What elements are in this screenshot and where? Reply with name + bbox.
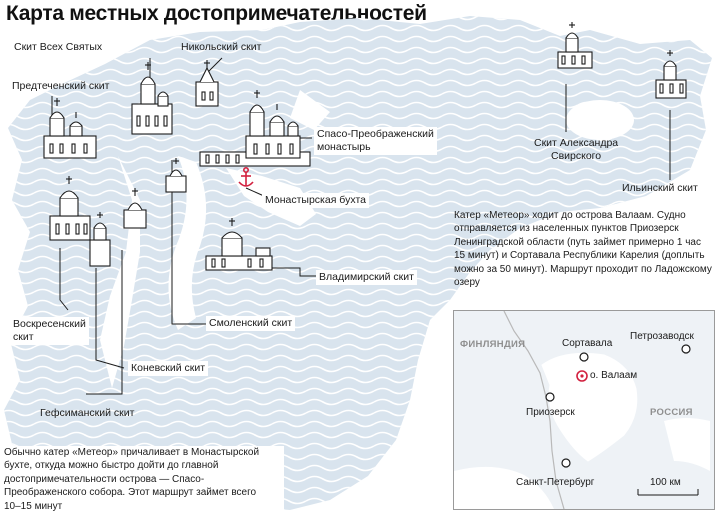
church-icon-bay-chapel: [165, 158, 187, 193]
city-marker-icon: [681, 344, 691, 354]
label-nikolsky: Никольский скит: [181, 41, 262, 53]
label-alexander-line1: Скит Александра: [534, 137, 619, 149]
label-ilyinsky: Ильинский скит: [622, 182, 698, 194]
church-icon-ilyinsky: [655, 50, 687, 99]
leader-nikolsky: [207, 57, 223, 73]
label-smolensky: Смоленский скит: [206, 316, 296, 331]
church-icon-vse-svyatykh: [131, 62, 173, 135]
label-vladimirsky: Владимирский скит: [316, 270, 417, 285]
label-alexander-line2: Свирского: [551, 150, 602, 162]
label-voskresensky: Воскресенский скит: [10, 317, 89, 345]
church-icon-nikolsky: [195, 60, 219, 107]
city-priozersk: Приозерск: [526, 407, 575, 418]
country-label-russia: РОССИЯ: [650, 407, 693, 418]
church-icon-vladimirsky: [205, 218, 273, 271]
anchor-icon: [238, 167, 254, 187]
scale-label: 100 км: [650, 477, 681, 488]
church-icon-spaso: [199, 90, 311, 167]
leader-smolensky: [171, 160, 206, 325]
city-marker-icon: [579, 352, 589, 362]
gulf-of-finland: [454, 466, 554, 509]
inset-map-graphic: [454, 311, 714, 509]
note-meteor-line: озеру: [454, 277, 480, 289]
label-voskresensky-line1: Воскресенский: [13, 318, 86, 330]
label-konevsky: Коневский скит: [128, 361, 209, 376]
label-gefsimansky: Гефсиманский скит: [40, 407, 135, 419]
label-vse-svyatykh: Скит Всех Святых: [14, 41, 103, 53]
city-sortavala: Сортавала: [562, 338, 613, 349]
valaam-island: [4, 16, 712, 510]
island-valaam: о. Валаам: [590, 370, 638, 381]
note-meteor-line: отправляется из населенных пунктов Приоз…: [454, 223, 679, 235]
label-spaso: Спасо-Преображенский монастырь: [314, 127, 437, 155]
note-meteor-line: 15 минут) и Сортавала Республики Карелия…: [454, 250, 705, 262]
church-icon-alexander: [557, 22, 593, 69]
city-petrozavodsk: Петрозаводск: [630, 331, 694, 342]
note-meteor-line: можно за 50 минут). Маршрут проходит по …: [454, 263, 712, 275]
label-voskresensky-line2: скит: [13, 331, 34, 343]
church-icon-predtechensky: [43, 98, 97, 159]
note-meteor-line: Катер «Метеор» ходит до острова Валаам. …: [454, 210, 686, 221]
label-bukhta: Монастырская бухта: [262, 193, 370, 208]
label-alexander: Скит Александра Свирского: [534, 137, 618, 163]
church-icon-voskresensky: [49, 176, 91, 241]
city-marker-icon: [545, 392, 555, 402]
city-marker-icon: [561, 458, 571, 468]
inset-map: ФИНЛЯНДИЯ РОССИЯ Сортавала Петрозаводск …: [453, 310, 715, 510]
note-bay-route: Обычно катер «Метеор» причаливает в Мона…: [4, 446, 284, 514]
label-spaso-line2: монастырь: [317, 141, 371, 153]
note-bay-line: Обычно катер «Метеор» причаливает в Мона…: [4, 447, 260, 458]
note-bay-line: 10–15 минут: [4, 500, 63, 512]
leader-konevsky: [95, 268, 125, 369]
note-bay-line: Преображенского собора. Этот маршрут зай…: [4, 487, 257, 499]
country-label-finland: ФИНЛЯНДИЯ: [460, 339, 526, 350]
note-bay-line: бухте, откуда можно быстро дойти до глав…: [4, 460, 219, 472]
city-spb: Санкт-Петербург: [516, 477, 595, 488]
lake-onega: [664, 418, 710, 471]
scale-bar: [637, 489, 699, 496]
page-title: Карта местных достопримечательностей: [6, 2, 427, 25]
note-meteor-route: Катер «Метеор» ходит до острова Валаам. …: [454, 209, 716, 289]
church-icon-gefsimansky: [123, 188, 147, 229]
church-icon-konevsky: [89, 212, 111, 267]
leader-bukhta: [245, 187, 265, 197]
leader-vladimirsky: [248, 267, 316, 277]
note-bay-line: достопримечательности острова — Спасо-: [4, 473, 205, 485]
church-icon: [43, 22, 687, 271]
leader-lines: [51, 57, 671, 395]
lake-ladoga: [541, 352, 638, 462]
leader-voskresensky: [59, 248, 69, 311]
label-predtechensky: Предтеченский скит: [12, 80, 110, 92]
note-meteor-line: Ленинградской области (путь займет приме…: [454, 236, 701, 248]
leader-gefsimansky: [86, 250, 123, 395]
label-spaso-line1: Спасо-Преображенский: [317, 128, 434, 140]
